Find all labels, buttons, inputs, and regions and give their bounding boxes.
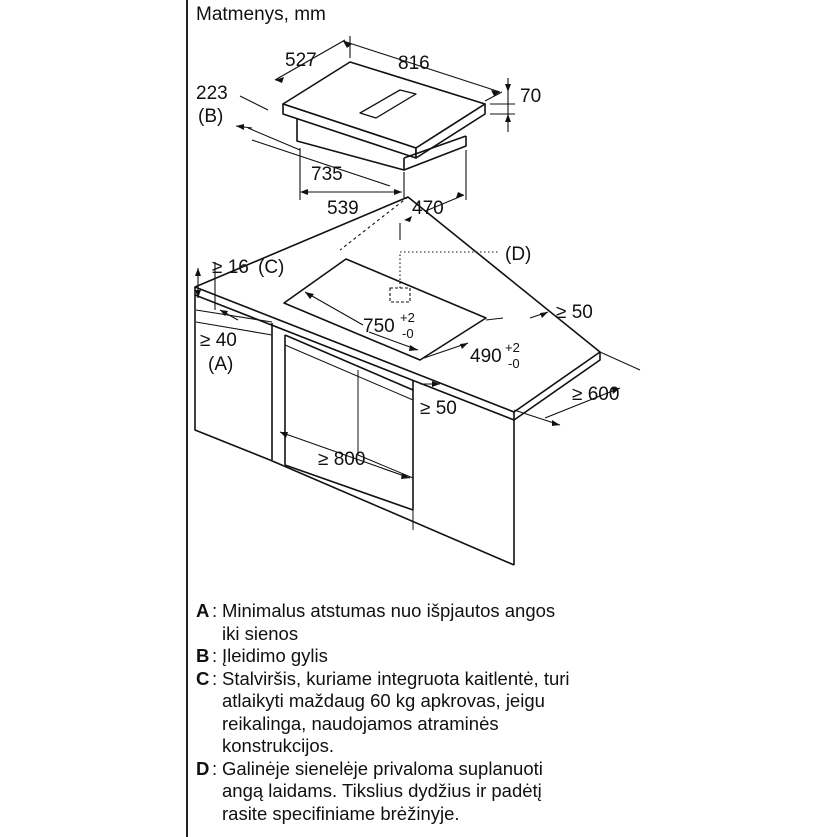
cutout-depth-tol-up: +2 xyxy=(505,340,520,355)
front-gap-label: ≥ 40 xyxy=(200,330,237,351)
legend-key: A xyxy=(196,600,210,621)
legend-key: B xyxy=(196,645,210,666)
below-gap-label: ≥ 50 xyxy=(420,398,457,419)
wall-gap-label: ≥ 16 xyxy=(212,257,249,278)
cabinet-width-label: ≥ 800 xyxy=(318,449,365,470)
installation-diagram: 527 816 70 223 (B) 735 539 470 (D) ≥ 16 … xyxy=(194,36,641,566)
body-depth-key: (B) xyxy=(198,106,223,127)
legend-text: Stalviršis, kuriame integruota kaitlentė… xyxy=(222,667,570,757)
cutout-depth-label: 490 xyxy=(470,346,502,367)
legend: A: Minimalus atstumas nuo išpjautos ango… xyxy=(196,600,826,825)
legend-key: C xyxy=(196,667,210,689)
legend-text: Įleidimo gylis xyxy=(222,645,328,666)
legend-text: Minimalus atstumas nuo išpjautos angos i… xyxy=(222,600,556,644)
body-width-label: 735 xyxy=(311,164,343,185)
height-label: 70 xyxy=(520,86,541,107)
legend-key: D xyxy=(196,757,210,779)
cutout-outline xyxy=(283,258,487,361)
counter-depth-label: ≥ 600 xyxy=(572,384,619,405)
side-gap-label: ≥ 50 xyxy=(556,302,593,323)
front-gap-key: (A) xyxy=(208,354,233,375)
left-border-line xyxy=(186,0,188,837)
cutout-width-tol-down: -0 xyxy=(402,326,414,341)
cut-depth-label: 470 xyxy=(412,198,444,219)
depth-label: 527 xyxy=(285,50,317,71)
legend-item-d: D: Galinėje sienelėje privaloma suplanuo… xyxy=(196,758,826,826)
hob-drawing xyxy=(282,61,486,171)
cutout-width-label: 750 xyxy=(363,316,395,337)
body-depth-label: 223 xyxy=(196,83,228,104)
cable-opening-key: (D) xyxy=(505,244,531,265)
cut-width-label: 539 xyxy=(327,198,359,219)
legend-item-a: A: Minimalus atstumas nuo išpjautos ango… xyxy=(196,600,826,645)
cutout-width-tol-up: +2 xyxy=(400,310,415,325)
cutout-depth-tol-down: -0 xyxy=(508,356,520,371)
legend-item-b: B: Įleidimo gylis xyxy=(196,645,826,668)
wall-gap-key: (C) xyxy=(258,257,284,278)
legend-text: Galinėje sienelėje privaloma suplanuoti … xyxy=(222,757,543,824)
legend-item-c: C: Stalviršis, kuriame integruota kaitle… xyxy=(196,668,826,758)
countertop-drawing xyxy=(194,196,601,566)
vent-slot xyxy=(359,89,417,119)
page-title: Matmenys, mm xyxy=(196,4,326,25)
width-label: 816 xyxy=(398,53,430,74)
